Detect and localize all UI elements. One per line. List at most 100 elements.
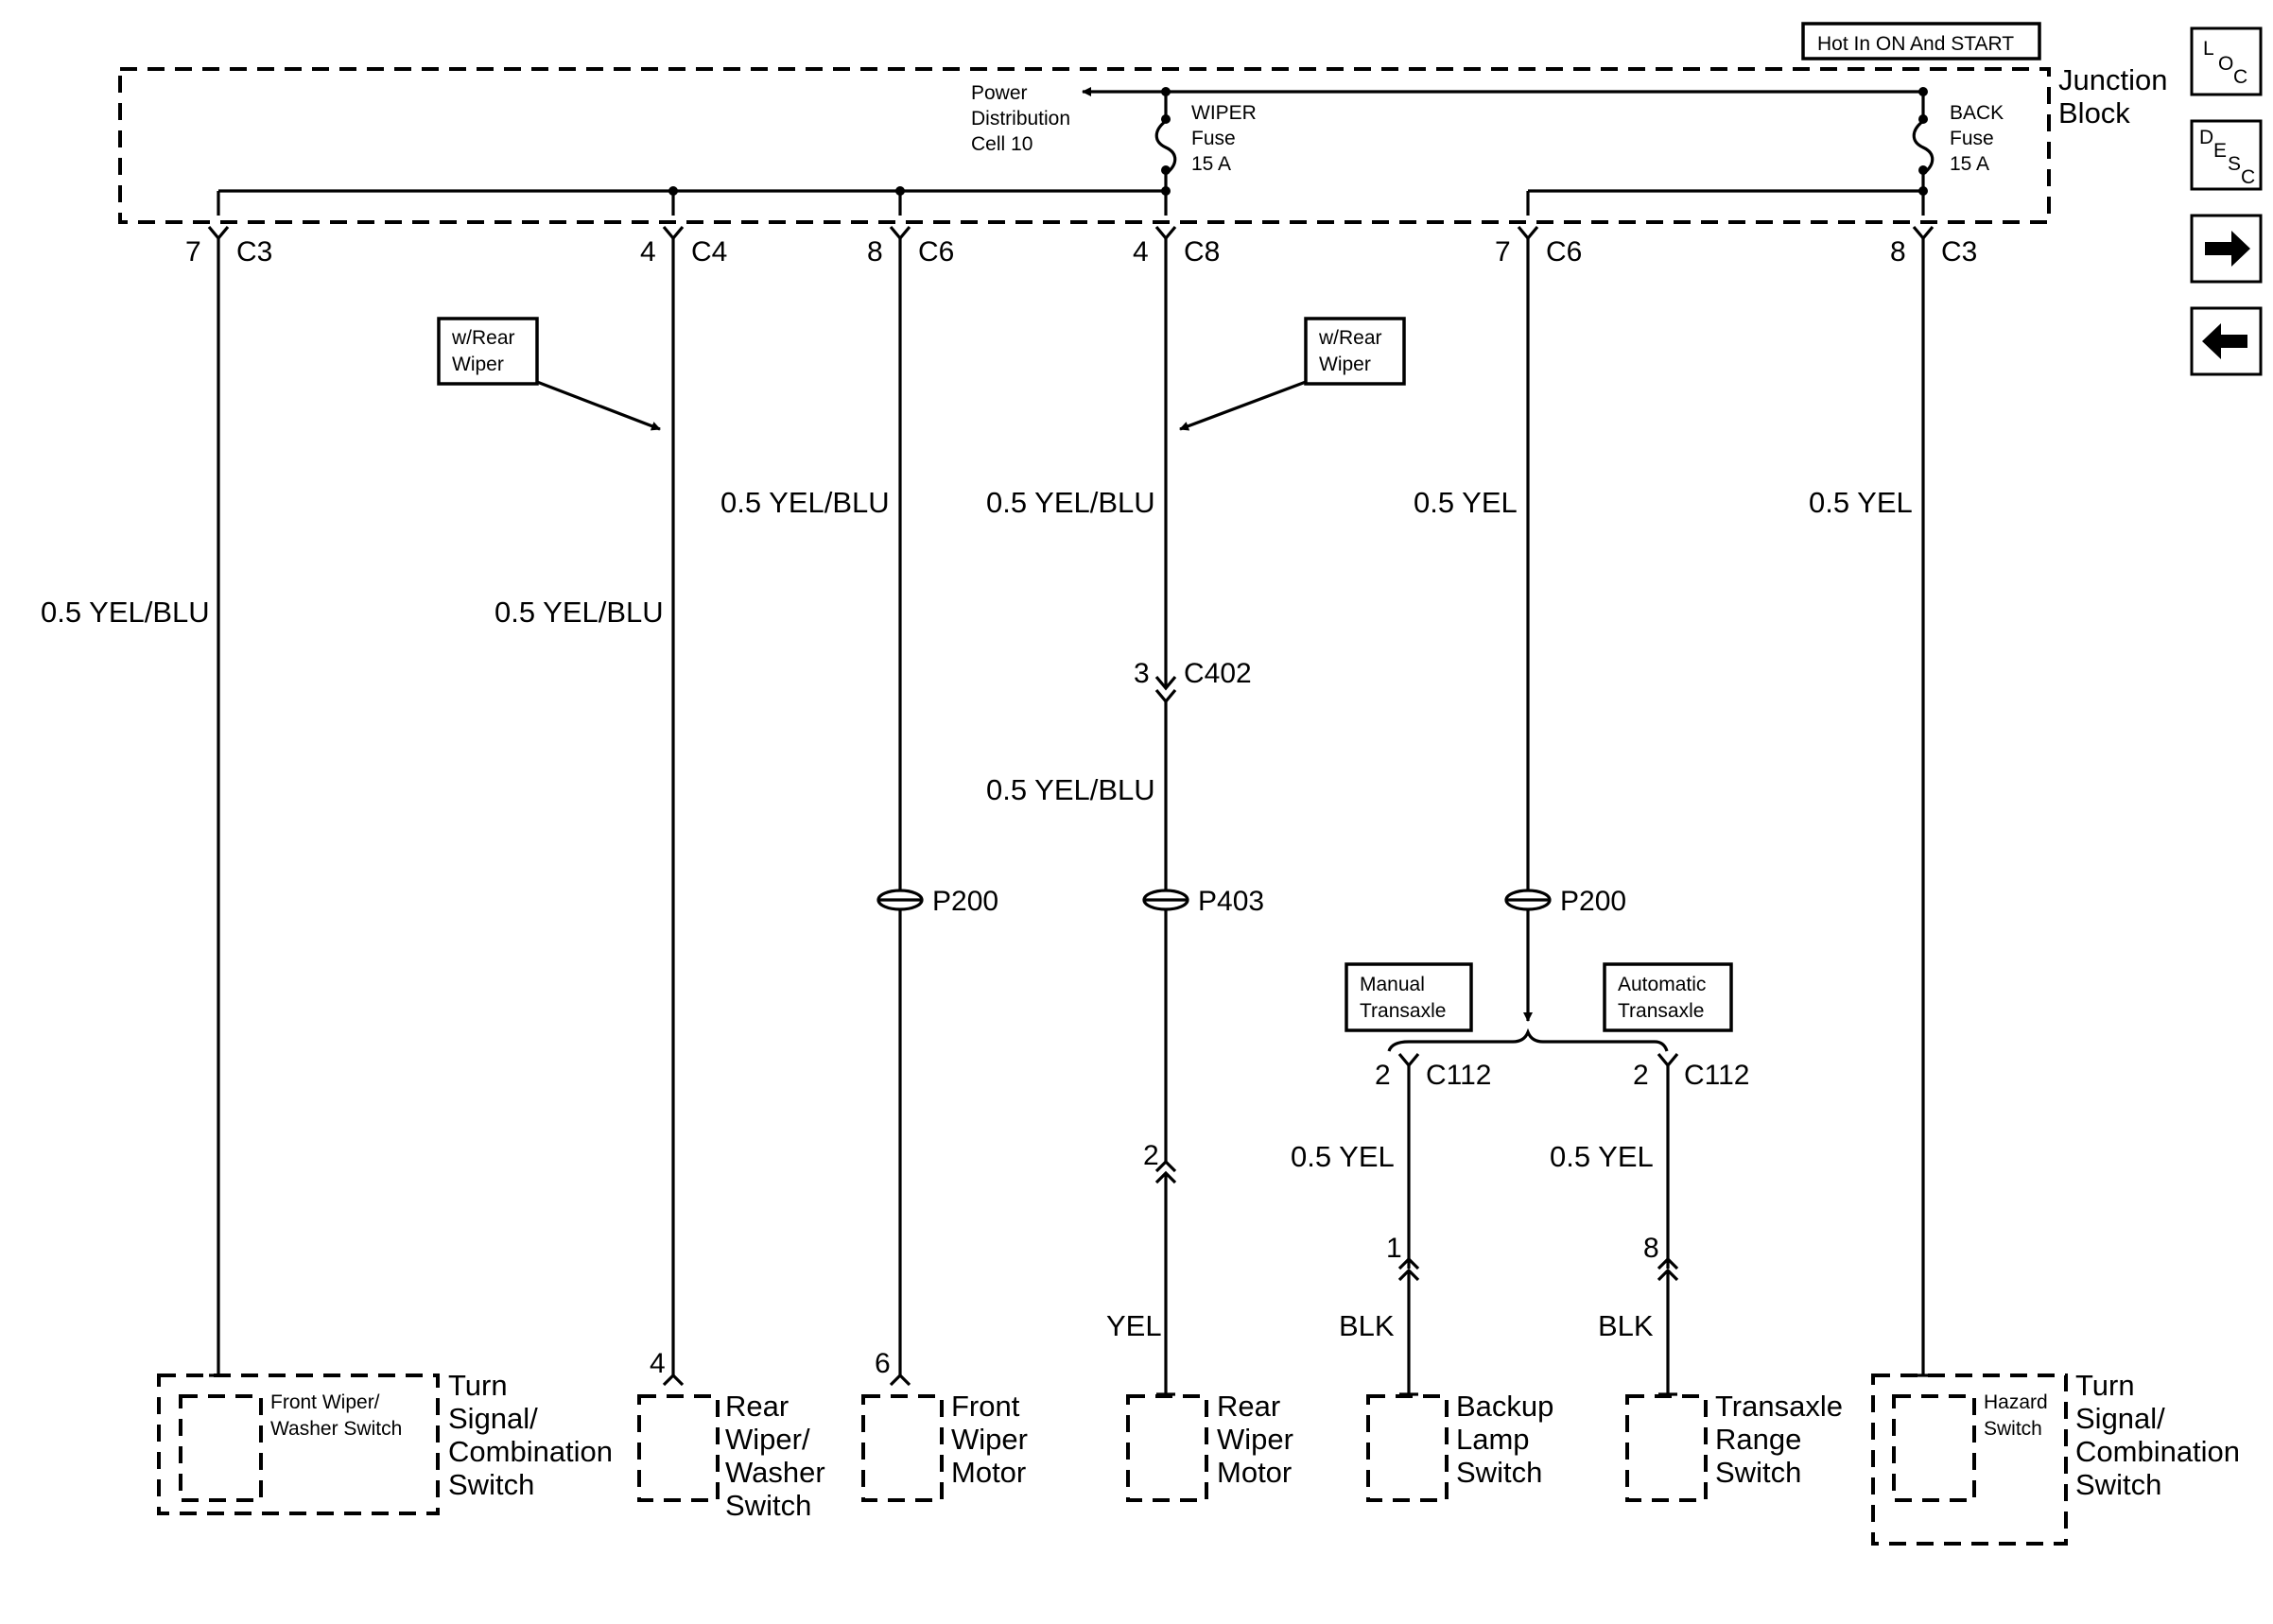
svg-text:3: 3	[1134, 658, 1150, 689]
connector-backup-inline: 1	[1386, 1233, 1420, 1282]
wire-label-6: 0.5 YEL	[1809, 486, 1913, 519]
svg-text:L: L	[2203, 38, 2214, 60]
svg-text:Wiper: Wiper	[1319, 354, 1371, 375]
hot-in-on-start-label: Hot In ON And START	[1801, 22, 2041, 60]
svg-text:Rear: Rear	[1217, 1390, 1280, 1423]
svg-text:Transaxle: Transaxle	[1360, 1000, 1446, 1022]
svg-text:BACK: BACK	[1950, 102, 2004, 124]
svg-text:Wiper: Wiper	[1217, 1423, 1293, 1456]
svg-text:P403: P403	[1198, 886, 1264, 917]
junction-block-outline	[118, 67, 2051, 224]
svg-text:Switch: Switch	[725, 1489, 811, 1522]
wiper-fuse: WIPER Fuse 15 A	[1154, 87, 1257, 196]
backup-lamp-switch: Backup Lamp Switch	[1366, 1390, 1553, 1502]
power-distribution-label: Power Distribution Cell 10	[971, 82, 1070, 155]
transaxle-range-switch: Transaxle Range Switch	[1625, 1390, 1843, 1502]
back-arrow-button[interactable]	[2190, 306, 2263, 376]
turn-signal-combination-switch-left: Front Wiper/ Washer Switch Turn Signal/ …	[157, 1369, 613, 1515]
loc-button[interactable]: L O C	[2190, 26, 2263, 96]
svg-text:Signal/: Signal/	[448, 1402, 538, 1435]
svg-text:Wiper: Wiper	[951, 1423, 1028, 1456]
svg-text:P200: P200	[1560, 886, 1626, 917]
svg-text:Fuse: Fuse	[1191, 128, 1236, 149]
back-fuse: BACK Fuse 15 A	[1912, 87, 2004, 196]
svg-text:C3: C3	[236, 236, 272, 268]
wire-label-4-upper: 0.5 YEL/BLU	[986, 486, 1155, 519]
svg-text:w/Rear: w/Rear	[1318, 327, 1382, 349]
option-rear-wiper-2: w/Rear Wiper	[1179, 317, 1406, 431]
splice-p200-left: P200	[876, 886, 998, 917]
svg-text:Transaxle: Transaxle	[1618, 1000, 1704, 1022]
forward-arrow-button[interactable]	[2190, 214, 2263, 284]
svg-text:Backup: Backup	[1456, 1390, 1553, 1423]
svg-text:7: 7	[1495, 236, 1511, 268]
svg-text:Switch: Switch	[448, 1468, 534, 1501]
svg-text:D: D	[2199, 127, 2213, 148]
rear-wiper-washer-switch: 4 Rear Wiper/ Washer Switch	[637, 1348, 825, 1522]
svg-text:w/Rear: w/Rear	[451, 327, 515, 349]
svg-text:Motor: Motor	[951, 1456, 1026, 1489]
svg-text:4: 4	[650, 1348, 666, 1379]
svg-text:8: 8	[1890, 236, 1906, 268]
svg-text:O: O	[2218, 53, 2233, 75]
svg-text:C4: C4	[691, 236, 727, 268]
svg-text:4: 4	[1133, 236, 1149, 268]
svg-text:15 A: 15 A	[1950, 153, 1989, 175]
svg-text:Switch: Switch	[1715, 1456, 1801, 1489]
svg-text:Hot In ON And START: Hot In ON And START	[1817, 33, 2014, 55]
svg-text:Lamp: Lamp	[1456, 1423, 1530, 1456]
option-rear-wiper-1: w/Rear Wiper	[437, 317, 661, 431]
wire-label-5: 0.5 YEL	[1414, 486, 1518, 519]
svg-text:Switch: Switch	[1456, 1456, 1542, 1489]
rear-wiper-motor: Rear Wiper Motor	[1126, 1390, 1293, 1502]
svg-text:Motor: Motor	[1217, 1456, 1292, 1489]
svg-text:Wiper/: Wiper/	[725, 1423, 810, 1456]
svg-text:C3: C3	[1941, 236, 1977, 268]
svg-text:Distribution: Distribution	[971, 108, 1070, 130]
svg-text:Wiper: Wiper	[452, 354, 504, 375]
svg-text:Manual: Manual	[1360, 974, 1425, 995]
wire-label-3: 0.5 YEL/BLU	[720, 486, 890, 519]
svg-text:Front: Front	[951, 1390, 1020, 1423]
svg-text:Transaxle: Transaxle	[1715, 1390, 1843, 1423]
svg-text:Hazard: Hazard	[1984, 1391, 2048, 1413]
connector-c8: 4 C8	[1133, 225, 1220, 268]
transaxle-option-brace: Manual Transaxle Automatic Transaxle	[1345, 962, 1733, 1052]
svg-text:Turn: Turn	[448, 1369, 508, 1402]
svg-text:Switch: Switch	[2075, 1468, 2161, 1501]
svg-text:Fuse: Fuse	[1950, 128, 1994, 149]
splice-p403: P403	[1142, 886, 1264, 917]
connector-c3-right: 8 C3	[1890, 225, 1977, 268]
wire-label-c112-left: 0.5 YEL	[1291, 1140, 1395, 1173]
turn-signal-combination-switch-right: Hazard Switch Turn Signal/ Combination S…	[1871, 1369, 2240, 1546]
connector-c6-right: 7 C6	[1495, 225, 1582, 268]
svg-text:Combination: Combination	[448, 1435, 613, 1468]
svg-text:4: 4	[640, 236, 656, 268]
svg-text:C8: C8	[1184, 236, 1220, 268]
svg-text:7: 7	[185, 236, 201, 268]
wire-label-2: 0.5 YEL/BLU	[495, 596, 664, 629]
junction-block-label: Junction	[2058, 63, 2167, 96]
splice-p200-right: P200	[1504, 886, 1626, 917]
svg-text:C6: C6	[1546, 236, 1582, 268]
wire-label-1: 0.5 YEL/BLU	[41, 596, 210, 629]
svg-text:C112: C112	[1426, 1060, 1492, 1091]
svg-text:Signal/: Signal/	[2075, 1402, 2165, 1435]
svg-text:Power: Power	[971, 82, 1028, 104]
svg-text:C112: C112	[1684, 1060, 1750, 1091]
svg-text:2: 2	[1375, 1060, 1391, 1091]
svg-text:15 A: 15 A	[1191, 153, 1231, 175]
svg-text:C: C	[2241, 166, 2255, 188]
wire-label-range: BLK	[1598, 1309, 1654, 1342]
svg-text:S: S	[2228, 153, 2241, 175]
desc-button[interactable]: D E S C	[2190, 119, 2263, 191]
svg-text:1: 1	[1386, 1233, 1402, 1264]
junction-block-label-2: Block	[2058, 96, 2130, 130]
svg-text:P200: P200	[932, 886, 998, 917]
connector-c112-left: 2 C112	[1375, 1052, 1492, 1091]
svg-text:2: 2	[1143, 1140, 1159, 1171]
connector-c112-right: 2 C112	[1633, 1052, 1750, 1091]
svg-text:Cell 10: Cell 10	[971, 133, 1032, 155]
svg-text:Washer: Washer	[725, 1456, 825, 1489]
svg-text:E: E	[2213, 140, 2227, 162]
